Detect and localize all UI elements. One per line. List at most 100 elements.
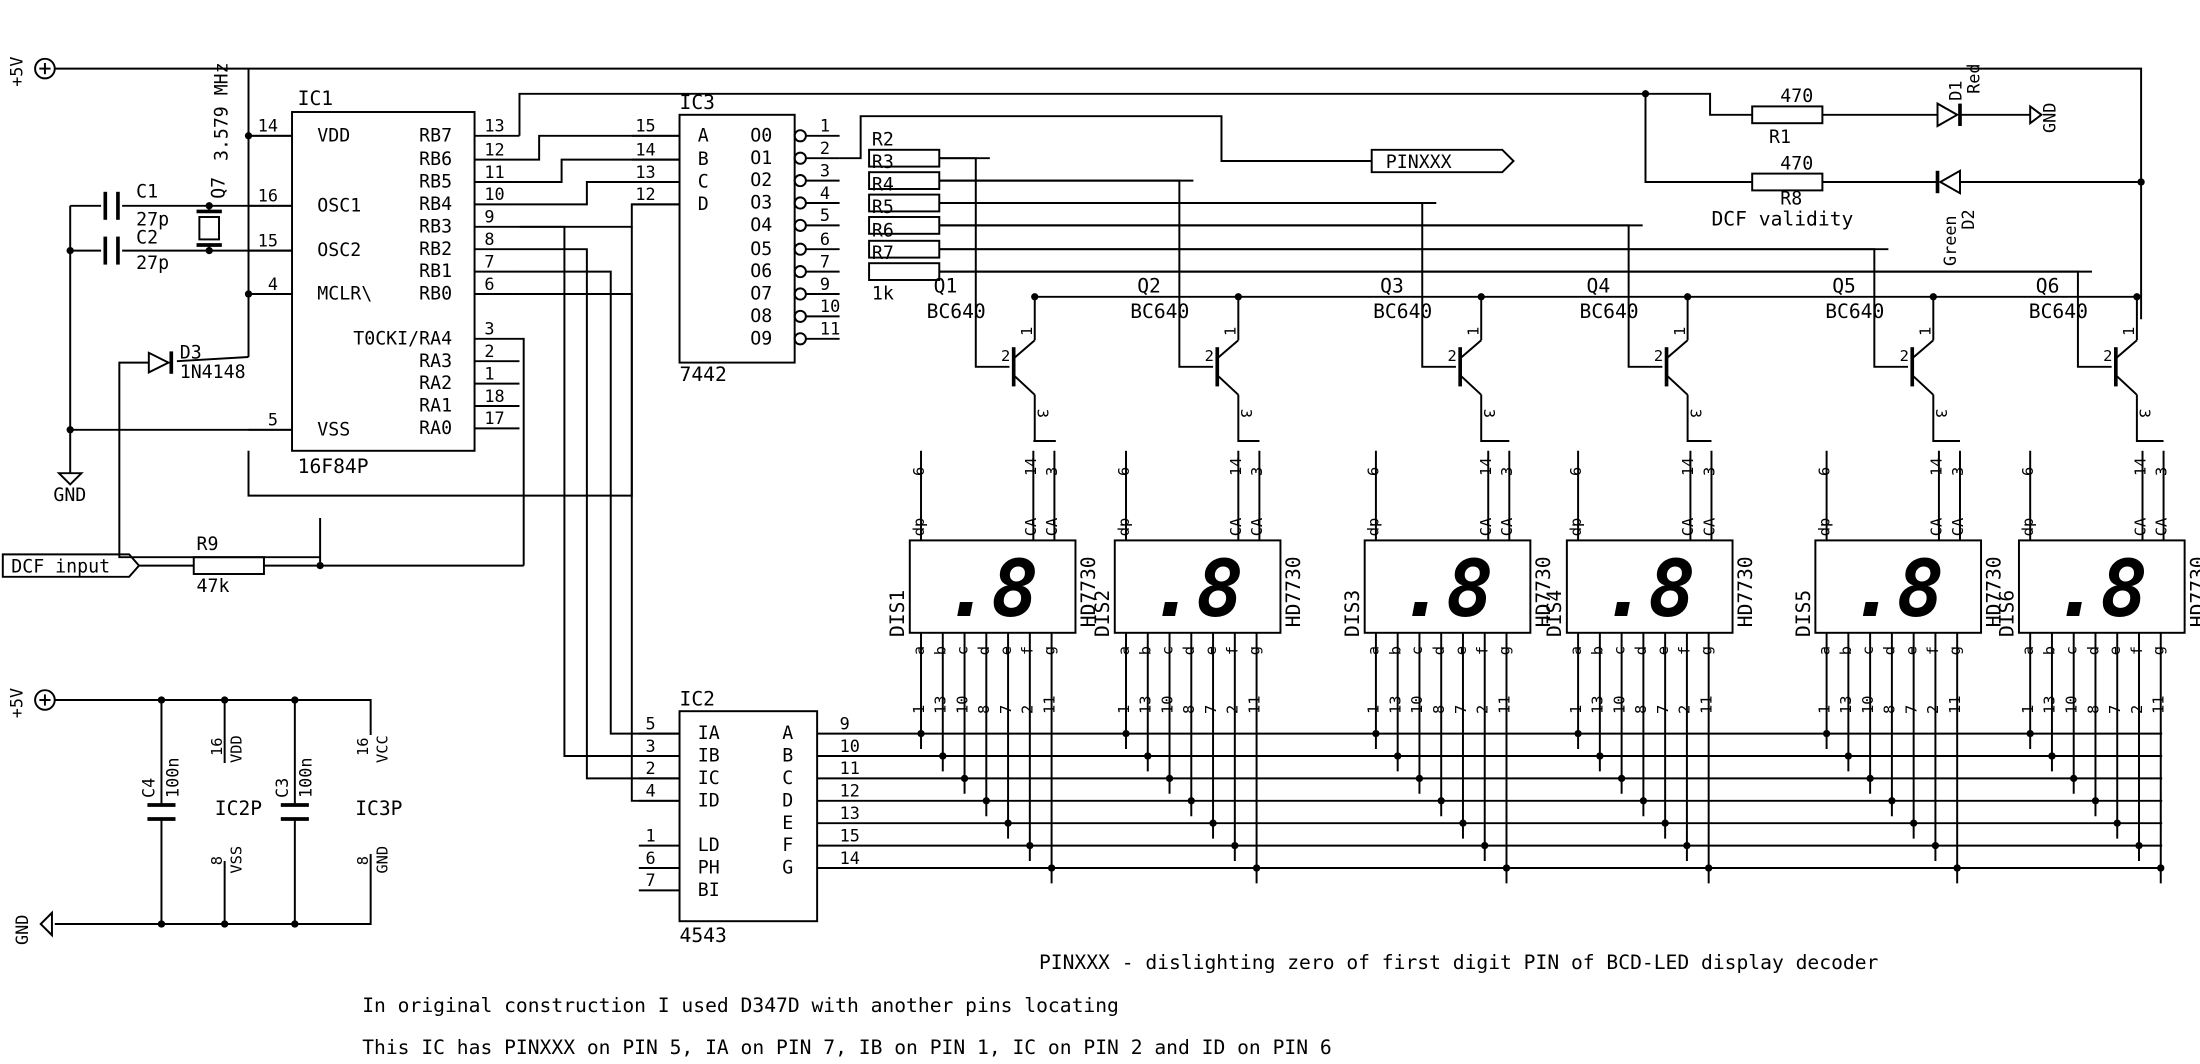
ic2-pin-num: 11 — [840, 758, 860, 778]
transistor-pin: 2 — [1205, 347, 1214, 365]
d3-part: 1N4148 — [180, 362, 246, 383]
wires — [54, 67, 2163, 925]
junction-dot — [1252, 864, 1261, 872]
display-bottom-pin-name: d — [975, 646, 993, 655]
ic1-pin-num: 2 — [484, 341, 494, 361]
ic2-pin-num: 7 — [646, 870, 656, 890]
ic3-output-bubble — [793, 151, 807, 165]
display-top-pin-num: 14 — [1928, 457, 1946, 476]
ic2-pin-num: 12 — [840, 781, 860, 801]
r8-net — [1644, 93, 1753, 183]
junction-dot — [1187, 797, 1195, 805]
junction-dot — [2113, 819, 2121, 827]
r8-value: 470 — [1780, 153, 1813, 174]
display-digit: .8 — [1149, 543, 1244, 635]
junction-dot — [1502, 864, 1511, 872]
ic2-pin-num: 6 — [646, 848, 656, 868]
ic2-pin-num: 10 — [840, 736, 860, 756]
display-bottom-pin-num: 8 — [1632, 705, 1650, 714]
ic3-pin-name: B — [698, 149, 709, 170]
ic1-pin-name: RB5 — [419, 172, 452, 193]
display-bottom-pin-name: c — [1158, 646, 1176, 655]
display-bottom-pin-name: g — [2150, 646, 2168, 655]
display-bottom-pin-num: 1 — [2019, 705, 2037, 714]
base-drive — [939, 157, 1010, 368]
ic1-pin-name: RB2 — [419, 239, 452, 260]
r9-ref: R9 — [197, 534, 219, 555]
ic3-pin-name: O9 — [750, 328, 772, 349]
display-bottom-pin-name: b — [1837, 646, 1855, 655]
d1-color: Red — [1964, 63, 1984, 93]
line — [1911, 374, 1934, 396]
display-bottom-pin-num: 11 — [1040, 695, 1058, 714]
ic2-name: IC2 — [680, 688, 715, 711]
ic1-pin-num: 13 — [484, 116, 504, 136]
line — [1459, 374, 1482, 396]
resistor-array-label: R5 — [872, 197, 894, 218]
junctions — [66, 90, 2165, 928]
ic1-pin-num: 5 — [268, 410, 278, 430]
display-bottom-pin-name: g — [1040, 646, 1058, 655]
ic2-pin-num: 2 — [646, 758, 656, 778]
ic3-pin-num: 13 — [635, 162, 655, 182]
ic2-pin-name: F — [782, 835, 793, 856]
wire — [519, 337, 525, 566]
ic3-pin-num: 2 — [820, 138, 830, 158]
display-bottom-pin-num: 13 — [1386, 695, 1404, 714]
junction-dot — [2070, 774, 2078, 783]
transistor-pin: 3 — [1237, 409, 1255, 418]
ic3-pin-name: O6 — [750, 261, 772, 282]
ic1-pin-num: 16 — [258, 186, 278, 206]
junction-dot — [2135, 841, 2143, 850]
vss-bus — [247, 226, 633, 497]
ic1-pin-num: 6 — [484, 274, 494, 294]
resistor-array-label: R6 — [872, 221, 894, 242]
ic1-pin-num: 3 — [484, 319, 494, 339]
c1-ref: C1 — [136, 181, 158, 202]
display-top-pin-name: CA — [2131, 518, 2149, 537]
display-top-pin-name: CA — [1022, 518, 1040, 537]
decoupling-vcc — [54, 699, 372, 735]
display-bottom-pin-num: 1 — [1115, 705, 1133, 714]
ic1-pin-name: RA2 — [419, 373, 452, 394]
transistor-pin: 3 — [1932, 409, 1950, 418]
crystal-value: 3.579 MHz — [211, 62, 232, 161]
display-bottom-pin-name: d — [1180, 646, 1198, 655]
display-top-pin-num: 3 — [1248, 467, 1266, 476]
display-bottom-pin-num: 11 — [2150, 695, 2168, 714]
display-top-pin-name: CA — [1477, 518, 1495, 537]
gnd-symbol — [56, 472, 84, 486]
ic2-pin-name: D — [782, 790, 793, 811]
bus-b — [519, 158, 680, 183]
ic3-pin-name: O7 — [750, 284, 772, 305]
junction-dot — [1477, 293, 1485, 301]
d3-anode-wire — [176, 356, 249, 363]
transistor-pin: 2 — [2103, 347, 2112, 365]
line — [1911, 339, 1934, 360]
vcc-label: +5V — [6, 56, 26, 86]
line — [1216, 339, 1239, 360]
note-pins: This IC has PINXXX on PIN 5, IA on PIN 7… — [362, 1036, 1331, 1059]
junction-dot — [205, 202, 213, 210]
transistor-part: BC640 — [1825, 300, 1884, 323]
junction-dot — [1910, 819, 1918, 827]
resistor-array-label: R7 — [872, 243, 894, 264]
resistor-array-element — [868, 262, 941, 281]
ic2-body — [678, 710, 819, 923]
ic1-pin-num: 14 — [258, 116, 278, 136]
junction-dot — [1931, 841, 1940, 850]
resistor-array-element — [868, 193, 941, 213]
r1-ref: R1 — [1769, 127, 1791, 148]
display-top-pin-num: 3 — [2152, 467, 2170, 476]
display-bottom-pin-num: 2 — [1474, 705, 1492, 714]
display-bottom-pin-num: 8 — [975, 705, 993, 714]
seven-seg-display — [1565, 539, 1734, 634]
junction-dot — [1641, 90, 1650, 98]
gnd-label: GND — [12, 915, 32, 945]
display-bottom-pin-name: f — [1676, 646, 1694, 655]
ic1-pin-num: 12 — [484, 139, 504, 159]
display-top-pin-num: 3 — [1949, 467, 1967, 476]
ic1-pin-num: 1 — [484, 363, 494, 383]
d3-diode — [147, 351, 171, 374]
junction-dot — [2026, 729, 2034, 738]
